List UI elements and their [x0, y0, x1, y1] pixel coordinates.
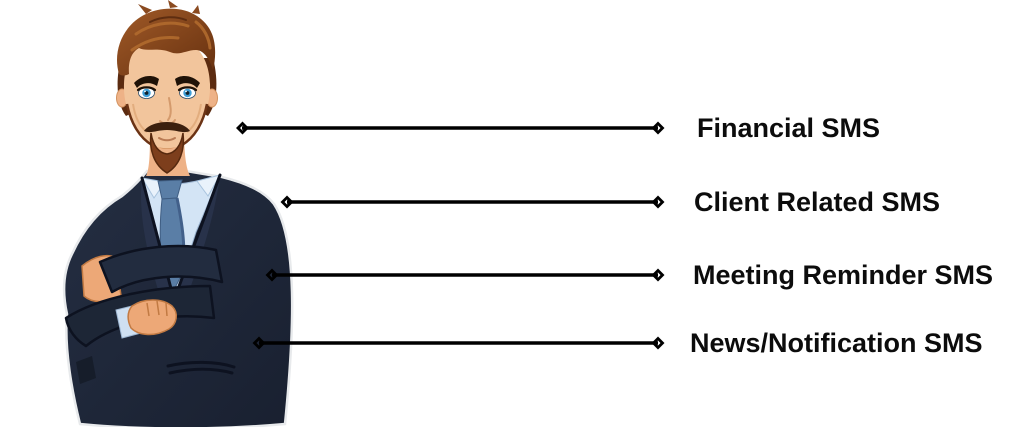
hair: [117, 0, 216, 76]
connector-client: [280, 195, 665, 209]
connector-news: [252, 336, 665, 350]
head: [116, 0, 218, 174]
suit-pockets: [76, 356, 236, 384]
sms-type-label-financial: Financial SMS: [697, 113, 881, 143]
sms-type-label-meeting: Meeting Reminder SMS: [693, 260, 994, 290]
diamond-icon: [651, 336, 665, 350]
businessman-illustration: [62, 0, 294, 427]
connector-meeting: [265, 268, 665, 282]
diamond-icon: [651, 121, 665, 135]
diamond-icon: [236, 121, 249, 135]
connector-financial: [236, 121, 665, 135]
sms-type-label-client: Client Related SMS: [694, 187, 941, 217]
diamond-icon: [651, 195, 665, 209]
diamond-icon: [651, 268, 665, 282]
sms-type-label-news: News/Notification SMS: [690, 328, 983, 358]
diamond-icon: [252, 336, 266, 350]
eyes: [136, 86, 198, 99]
diamond-icon: [265, 268, 279, 282]
crossed-arms: [64, 244, 224, 348]
diamond-icon: [280, 195, 294, 209]
